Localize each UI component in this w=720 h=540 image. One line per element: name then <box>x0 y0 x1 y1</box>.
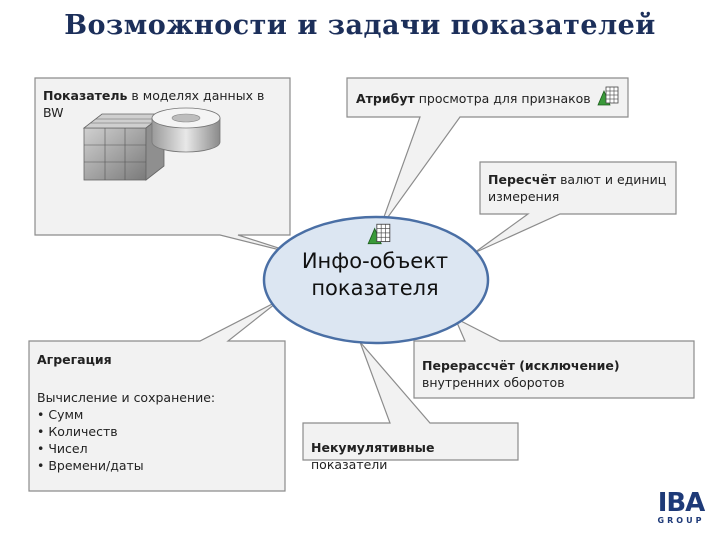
callout-noncumulative-shape <box>302 341 519 461</box>
aggregation-subheading: Вычисление и сохранение: <box>37 390 216 405</box>
list-item: Количеств <box>37 423 277 440</box>
database-cylinder-icon <box>151 107 221 153</box>
iba-logo: IBA GROUP <box>656 490 706 526</box>
callout-recalc-shape <box>413 316 695 399</box>
aggregation-list: Сумм Количеств Чисел Времени/даты <box>37 406 277 474</box>
callout-currency: Пересчёт валют и единиц измерения <box>482 164 674 212</box>
keyfigure-grid-icon <box>367 223 391 245</box>
infoobject-label-line2: показателя <box>311 276 439 300</box>
list-item: Чисел <box>37 440 277 457</box>
callout-models-bold: Показатель <box>43 88 128 103</box>
infoobject-ellipse <box>262 215 490 345</box>
infoobject-label: Инфо-объект показателя <box>268 248 482 302</box>
callout-models-text: в моделях данных в BW <box>43 88 265 120</box>
callout-models: Показатель в моделях данных в BW <box>37 80 289 128</box>
callout-aggregation: Агрегация Вычисление и сохранение: Сумм … <box>31 344 283 481</box>
callout-noncumulative-text: показатели <box>311 457 388 472</box>
callout-recalc-text: внутренних оборотов <box>422 375 565 390</box>
aggregation-heading: Агрегация <box>37 352 112 367</box>
callout-recalc-bold: Перерассчёт (исключение) <box>422 358 620 373</box>
callout-currency-shape <box>473 161 677 254</box>
callout-noncumulative-bold: Некумулятивные <box>311 440 435 455</box>
infoobject-label-line1: Инфо-объект <box>301 249 449 273</box>
logo-sub: GROUP <box>657 516 705 525</box>
keyfigure-grid-icon <box>597 86 619 106</box>
list-item: Времени/даты <box>37 457 277 474</box>
callout-recalc: Перерассчёт (исключение) внутренних обор… <box>416 350 692 398</box>
callout-currency-bold: Пересчёт <box>488 172 557 187</box>
callout-currency-text: валют и единиц измерения <box>488 172 667 204</box>
logo-main: IBA <box>657 488 706 518</box>
callout-attribute-bold: Атрибут <box>356 91 415 106</box>
callout-attribute-text: просмотра для признаков <box>414 91 591 106</box>
page-title: Возможности и задачи показателей <box>64 10 656 41</box>
callout-attribute: Атрибут просмотра для признаков <box>350 83 600 114</box>
callout-attribute-shape <box>346 77 629 229</box>
list-item: Сумм <box>37 406 277 423</box>
callout-noncumulative: Некумулятивные показатели <box>305 432 517 480</box>
